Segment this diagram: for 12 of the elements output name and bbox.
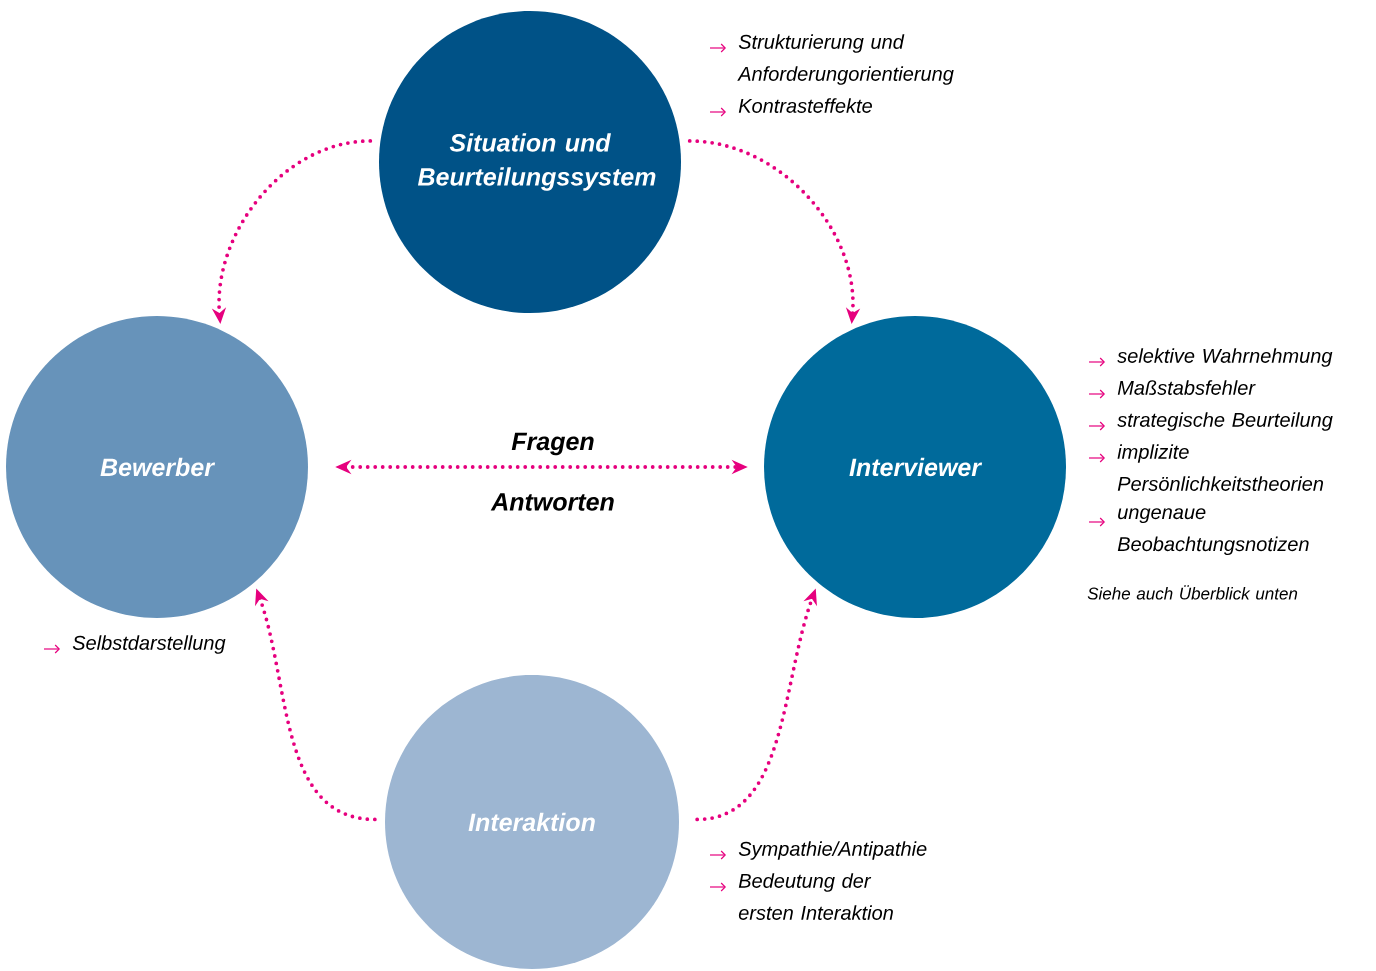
note-text: Sympathie/Antipathie	[738, 841, 927, 860]
note-text: strategische Beurteilung	[1117, 412, 1333, 431]
note-text: Maßstabsfehler	[1117, 380, 1256, 395]
edge-label: Fragen	[511, 432, 594, 456]
note-text: Kontrasteffekte	[738, 98, 872, 113]
note-text: Strukturierung und Anforderungorientierung	[737, 34, 954, 85]
note-text: selektive Wahrnehmung	[1117, 348, 1333, 367]
note-text: Selbstdarstellung	[72, 635, 226, 654]
note-text: Bedeutung der ersten Interaktion	[738, 873, 893, 920]
note-text: Siehe auch Überblick unten	[1087, 585, 1298, 600]
note-text: ungenaue Beobachtungsnotizen	[1117, 508, 1309, 556]
label-text: Antworten	[490, 493, 614, 511]
